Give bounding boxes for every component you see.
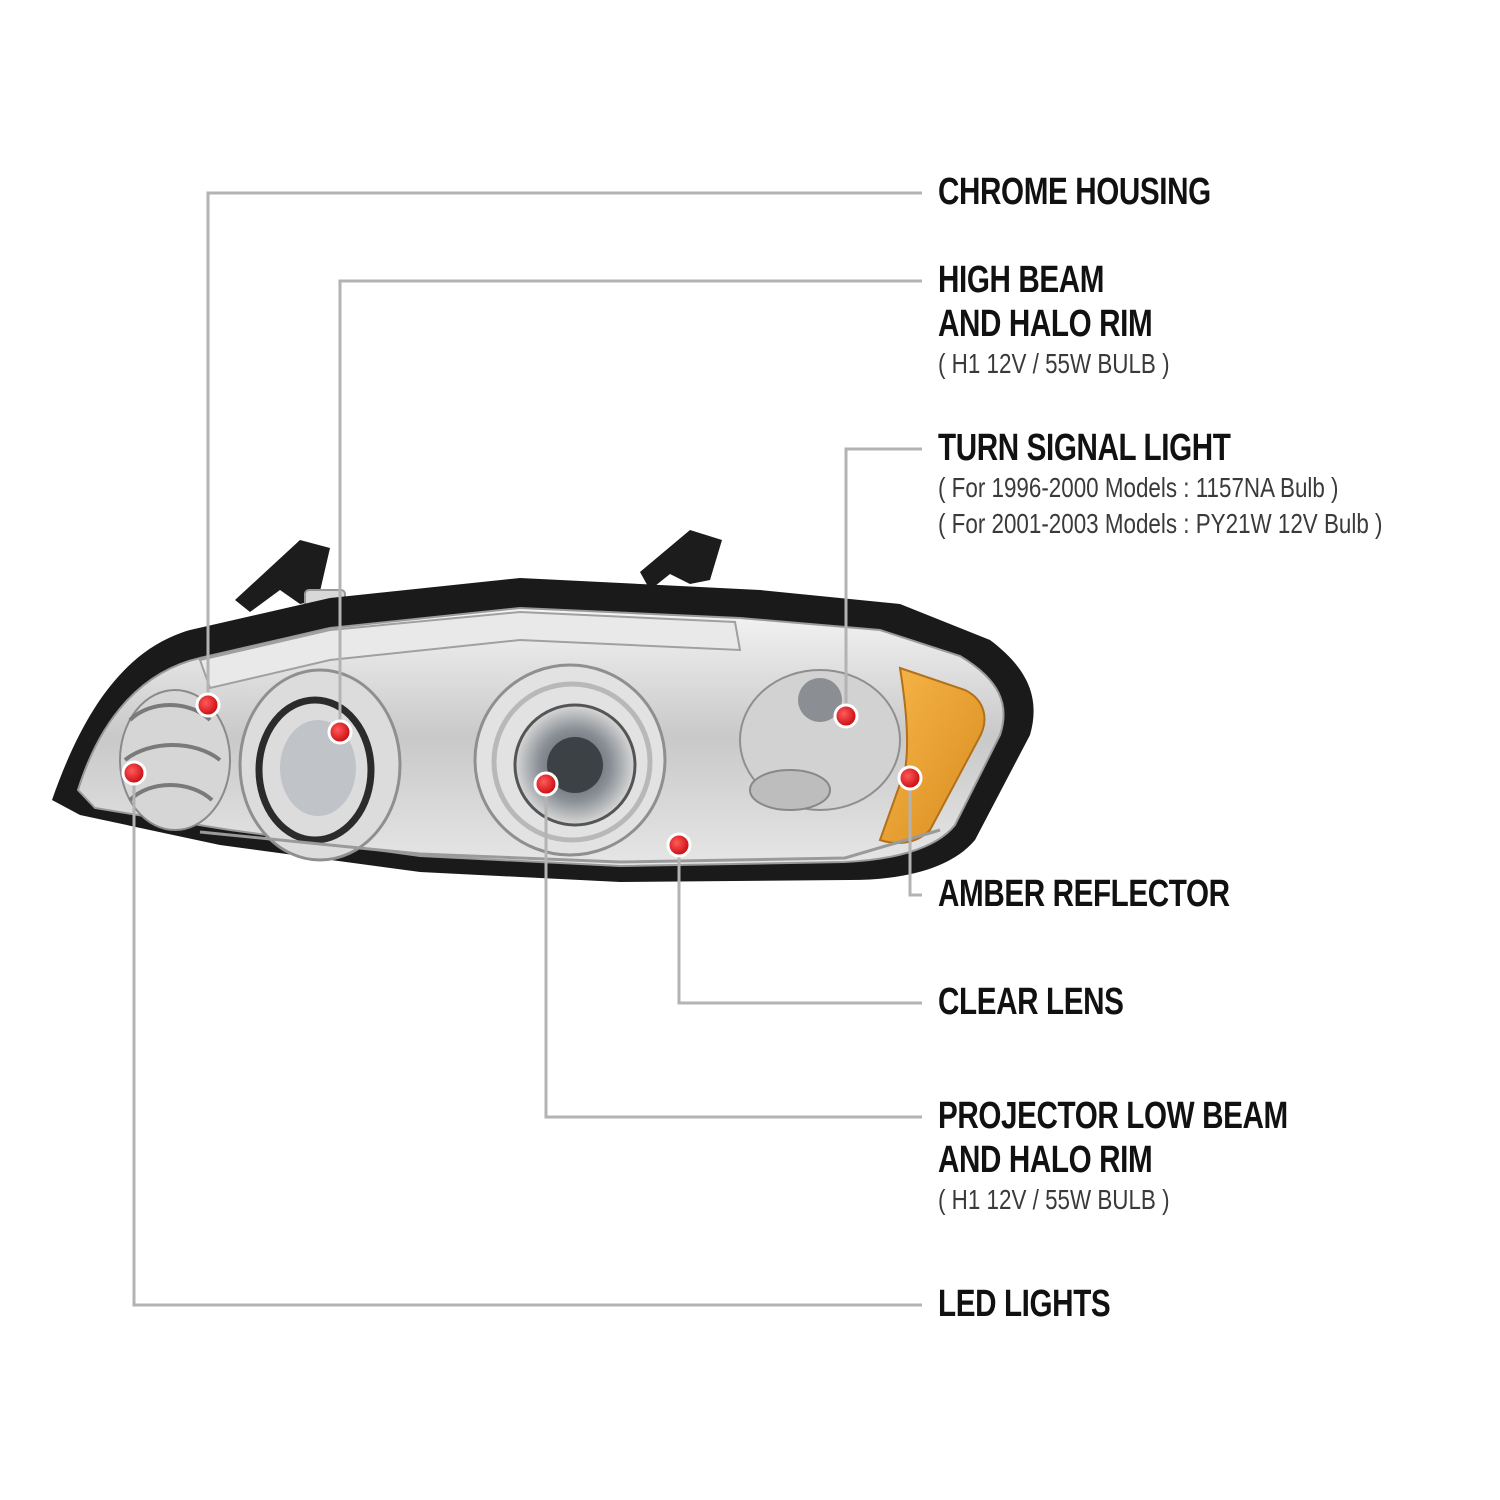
marker-clear-lens (666, 832, 692, 858)
callout-title: AND HALO RIM (938, 303, 1153, 345)
callout-title: AND HALO RIM (938, 1139, 1153, 1181)
callout-detail: ( H1 12V / 55W BULB ) (938, 348, 1170, 379)
chrome-strip (198, 610, 742, 690)
marker-turn-signal (833, 703, 859, 729)
callout-title: HIGH BEAM (938, 259, 1105, 301)
callout-detail: ( For 1996-2000 Models : 1157NA Bulb ) (938, 472, 1339, 503)
marker-chrome-housing (195, 692, 221, 718)
marker-amber-reflector (897, 765, 923, 791)
callout-projector-low-beam: PROJECTOR LOW BEAM AND HALO RIM ( H1 12V… (938, 1094, 1386, 1218)
leader-high-beam (338, 279, 922, 732)
callout-detail: ( For 2001-2003 Models : PY21W 12V Bulb … (938, 508, 1383, 539)
callout-chrome-housing: CHROME HOUSING (938, 170, 1288, 214)
callout-high-beam: HIGH BEAM AND HALO RIM ( H1 12V / 55W BU… (938, 258, 1227, 382)
marker-high-beam (327, 719, 353, 745)
callout-title: TURN SIGNAL LIGHT (938, 427, 1231, 469)
leader-turn-signal (844, 447, 922, 716)
marker-dots (121, 692, 923, 858)
turn-signal-reflector (739, 669, 901, 811)
callout-title: CHROME HOUSING (938, 171, 1211, 213)
callout-detail: ( H1 12V / 55W BULB ) (938, 1184, 1170, 1215)
led-cluster (119, 689, 231, 831)
callout-title: PROJECTOR LOW BEAM (938, 1095, 1288, 1137)
leader-led-lights (132, 773, 922, 1307)
low-beam-projector (473, 663, 667, 857)
marker-led-lights (121, 760, 147, 786)
leader-projector-low-beam (544, 784, 922, 1119)
high-beam-projector (238, 668, 402, 862)
marker-projector-low-beam (533, 771, 559, 797)
leader-lines (132, 191, 922, 1307)
callout-led-lights: LED LIGHTS (938, 1282, 1159, 1326)
callout-title: AMBER REFLECTOR (938, 873, 1230, 915)
leader-clear-lens (677, 845, 922, 1005)
leader-chrome-housing (206, 191, 922, 705)
callout-title: CLEAR LENS (938, 981, 1124, 1023)
callout-turn-signal: TURN SIGNAL LIGHT ( For 1996-2000 Models… (938, 426, 1494, 542)
callout-title: LED LIGHTS (938, 1283, 1111, 1325)
callout-amber-reflector: AMBER REFLECTOR (938, 872, 1312, 916)
callout-clear-lens: CLEAR LENS (938, 980, 1176, 1024)
leader-amber-reflector (908, 778, 922, 897)
